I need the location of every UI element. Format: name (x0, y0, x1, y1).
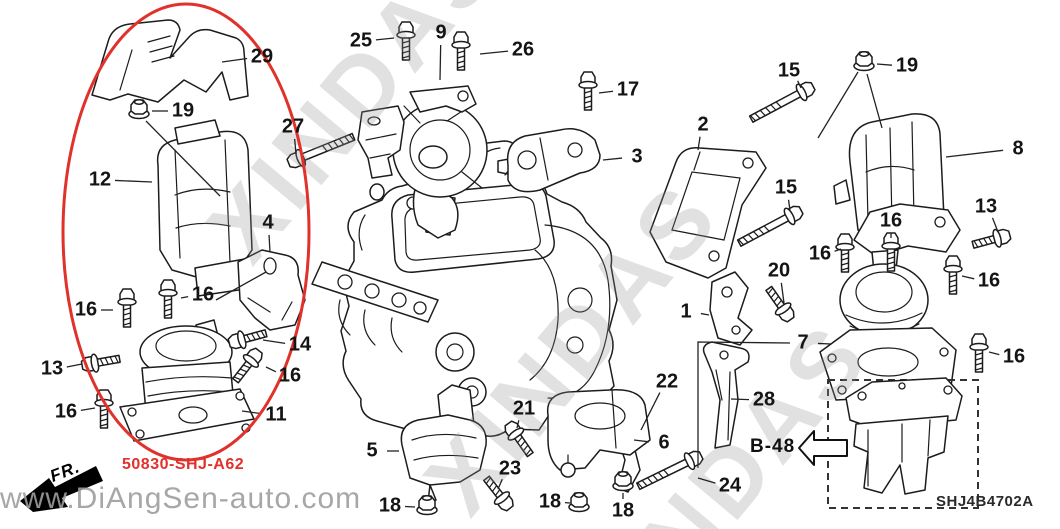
extra-leader-lines (145, 71, 883, 468)
leader-line (497, 479, 503, 490)
leader-line (876, 63, 893, 66)
diagram-code: SHJ4B4702A (936, 493, 1034, 510)
leader-line (268, 234, 271, 253)
leader-line (787, 199, 791, 212)
leader-line (479, 50, 509, 55)
leader-line (697, 136, 701, 151)
part-engine-mount-stay (357, 105, 405, 201)
page-reference-label: B-48 (750, 436, 796, 457)
leader-line (375, 37, 395, 41)
leader-line (180, 295, 189, 299)
front-direction-arrow-icon (20, 466, 103, 512)
part-6-mount-assembly (546, 389, 651, 478)
leader-line (265, 366, 277, 373)
leader-line (598, 90, 614, 94)
part-12-mount-bracket (156, 119, 253, 297)
highlighted-part-number: 50830-SHJ-A62 (122, 456, 245, 473)
leader-line (700, 312, 710, 316)
leader-line (945, 149, 1004, 158)
leader-line (640, 392, 661, 431)
part-9-engine-side-mount (392, 85, 488, 239)
highlight-ellipse (61, 2, 311, 462)
leader-line (697, 477, 716, 484)
leader-line (988, 351, 1000, 356)
watermark-site-text: www.DiAngSen-auto.com (0, 482, 362, 515)
part-11-mount-base-plate (119, 388, 255, 442)
leader-line (834, 248, 842, 252)
leader-line (221, 57, 248, 63)
leader-line (633, 439, 650, 443)
leader-line (404, 505, 416, 508)
leader-line (991, 217, 999, 233)
part-28-strap-bracket (702, 341, 750, 449)
leader-line (516, 420, 520, 429)
leader-line (294, 138, 297, 155)
leader-line (80, 407, 96, 412)
part-4-bracket (237, 249, 306, 331)
leader-line (797, 80, 802, 89)
part-29-upper-bracket (91, 19, 249, 103)
leader-line (262, 339, 286, 345)
leader-line (961, 275, 975, 280)
leader-line (730, 398, 750, 401)
leader-line (780, 282, 785, 304)
part-5-mount (400, 384, 487, 503)
leader-line (114, 179, 153, 183)
part-2-bracket (649, 147, 767, 279)
part-3-bracket (506, 128, 601, 193)
page-ref-arrow-icon (798, 430, 848, 466)
callout-leader-lines (66, 37, 1004, 508)
leader-line (66, 363, 83, 368)
leader-line (439, 44, 442, 81)
leader-line (602, 157, 623, 161)
leader-line (817, 342, 832, 345)
part-1-bracket (709, 271, 753, 346)
leader-line (241, 410, 262, 415)
